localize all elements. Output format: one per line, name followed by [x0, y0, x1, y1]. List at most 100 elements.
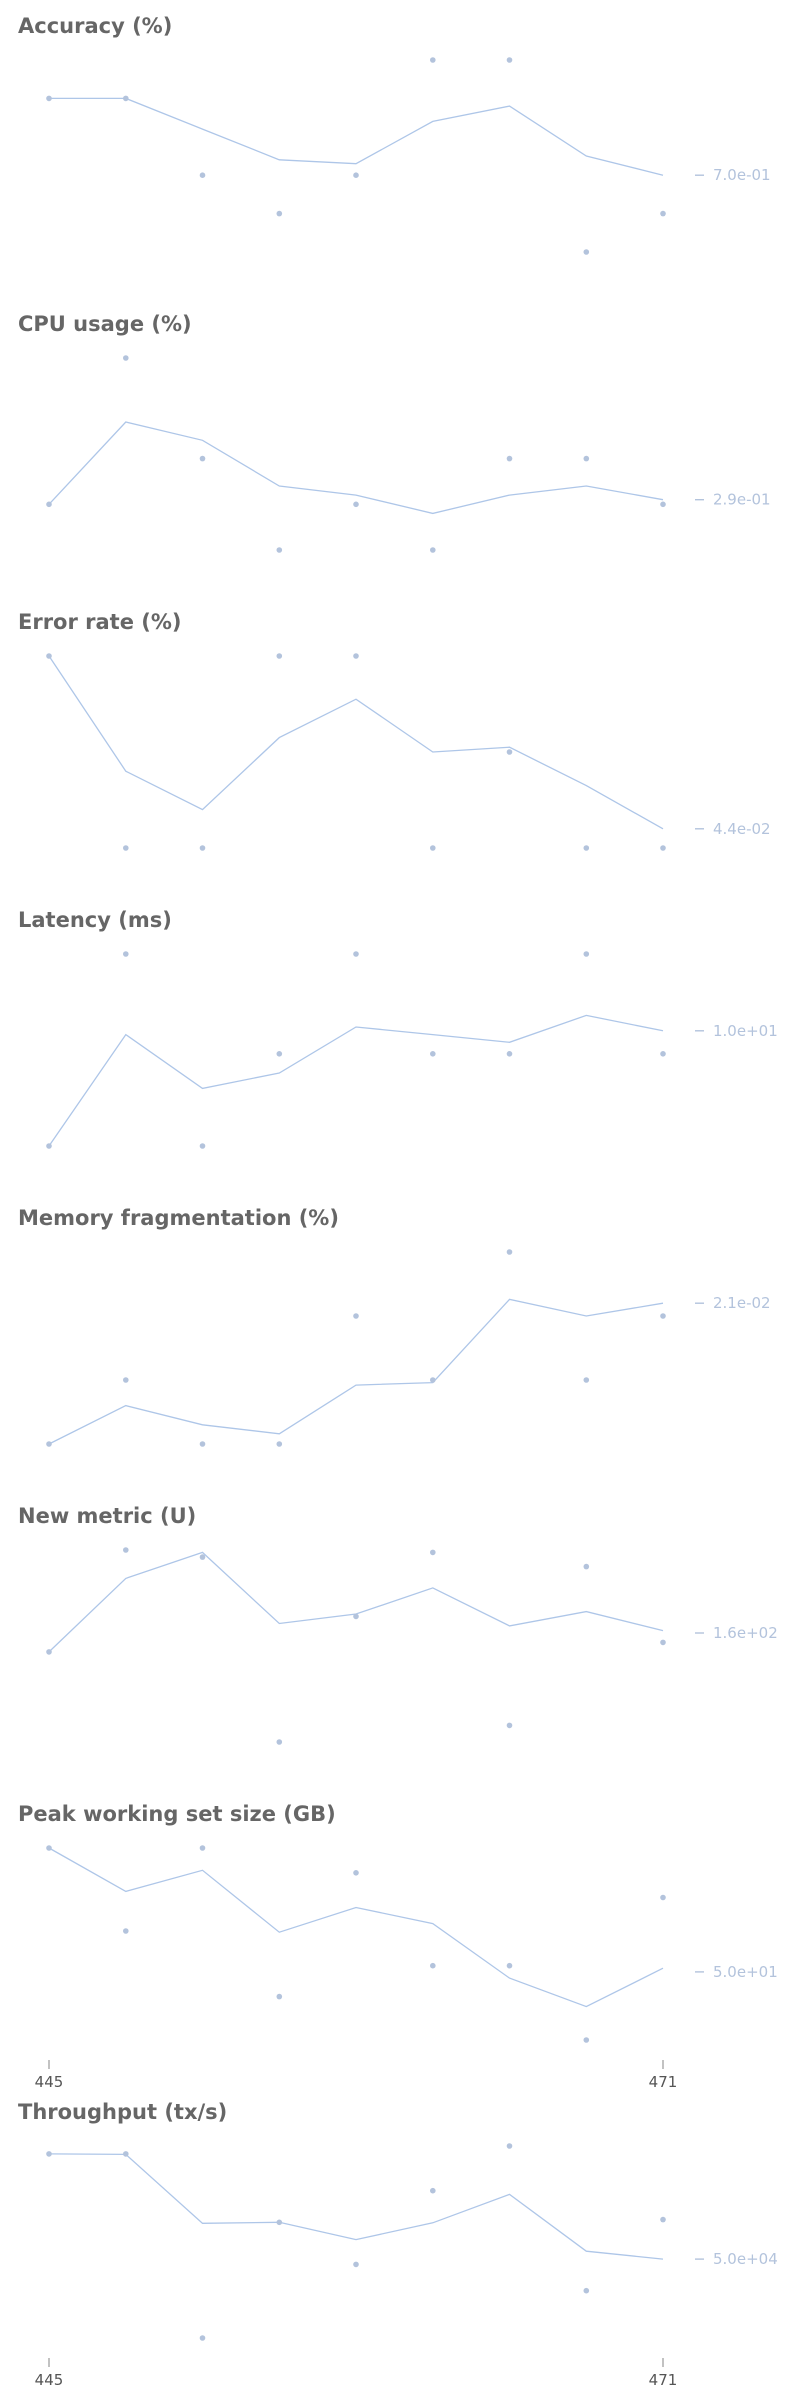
data-point [46, 2151, 52, 2157]
chart-title: Throughput (tx/s) [18, 2100, 228, 2124]
data-point [583, 951, 590, 957]
series-line [48, 421, 664, 515]
data-point [46, 1649, 52, 1655]
x-tick-label: 445 [35, 2371, 64, 2389]
data-point [46, 653, 52, 659]
data-point [123, 1547, 129, 1553]
chart-title: Latency (ms) [18, 908, 172, 932]
data-point [353, 1313, 359, 1319]
y-tick-label: 4.4e-02 [713, 820, 771, 838]
data-point [276, 1441, 283, 1447]
x-tick-label: 445 [35, 2073, 64, 2091]
data-point [583, 2037, 590, 2043]
data-point [353, 172, 359, 178]
data-point [199, 1143, 206, 1149]
series-line [48, 1847, 664, 2008]
chart-panel: New metric (U) 1.6e+02 [0, 1490, 800, 1788]
data-point [583, 1377, 590, 1383]
data-point [123, 1377, 129, 1383]
data-point [583, 2287, 590, 2294]
x-tick-label: 471 [649, 2073, 678, 2091]
data-point [583, 249, 590, 255]
data-point [430, 2187, 436, 2194]
y-tick-label: 2.1e-02 [713, 1294, 771, 1312]
data-point [430, 845, 436, 851]
data-point [506, 749, 513, 755]
data-point [353, 501, 359, 508]
data-point [430, 1962, 436, 1969]
data-point [276, 547, 283, 553]
data-point [123, 951, 129, 957]
data-point [430, 57, 436, 63]
data-point [506, 1249, 513, 1255]
data-point [276, 1993, 283, 2000]
chart-title: Memory fragmentation (%) [18, 1206, 339, 1230]
chart-title: Peak working set size (GB) [18, 1802, 336, 1826]
series-line [48, 655, 664, 830]
data-point [123, 95, 129, 102]
chart-panel: CPU usage (%) 2.9e-01 [0, 298, 800, 596]
data-point [660, 501, 666, 508]
data-point [506, 1051, 513, 1057]
data-point [506, 455, 513, 462]
series-line [48, 1014, 664, 1147]
data-point [353, 1870, 359, 1876]
data-point [430, 1549, 436, 1556]
y-tick-label: 5.0e+01 [713, 1963, 778, 1981]
data-point [430, 547, 436, 553]
data-point [660, 845, 666, 851]
y-tick-label: 1.6e+02 [713, 1624, 778, 1642]
plot-area: 7.0e-01 [46, 57, 771, 255]
chart-title: Accuracy (%) [18, 14, 173, 38]
chart-panel: Error rate (%) 4.4e-02 [0, 596, 800, 894]
data-point [430, 1377, 436, 1383]
data-point [123, 2151, 129, 2157]
data-point [353, 653, 359, 659]
data-point [506, 57, 513, 63]
chart-title: CPU usage (%) [18, 312, 192, 336]
data-point [660, 1313, 666, 1319]
plot-area: 2.1e-02 [46, 1249, 771, 1447]
data-point [660, 1639, 666, 1646]
data-point [353, 2261, 359, 2268]
chart-title: New metric (U) [18, 1504, 197, 1528]
series-line [48, 1551, 664, 1653]
data-point [46, 501, 52, 508]
data-point [353, 951, 359, 957]
data-point [276, 210, 283, 217]
data-point [46, 1143, 52, 1149]
y-tick-label: 1.0e+01 [713, 1022, 778, 1040]
plot-area: 1.6e+02 [46, 1547, 778, 1745]
data-point [506, 1962, 513, 1969]
data-point [199, 172, 206, 178]
data-point [123, 1928, 129, 1934]
data-point [506, 2143, 513, 2149]
data-point [46, 95, 52, 102]
data-point [506, 1722, 513, 1729]
chart-panel: Memory fragmentation (%) 2.1e-02 [0, 1192, 800, 1490]
data-point [199, 455, 206, 462]
data-point [583, 845, 590, 851]
data-point [46, 1845, 52, 1851]
chart-panel: Latency (ms) 1.0e+01 [0, 894, 800, 1192]
chart-title: Error rate (%) [18, 610, 182, 634]
plot-area: 4.4e-02 [46, 653, 771, 851]
data-point [123, 355, 129, 361]
data-point [199, 2335, 206, 2341]
data-point [660, 2216, 666, 2223]
y-tick-label: 7.0e-01 [713, 166, 771, 184]
data-point [123, 845, 129, 851]
series-line [48, 2153, 664, 2260]
data-point [199, 1554, 206, 1560]
data-point [583, 455, 590, 462]
plot-area: 5.0e+01 445 471 [35, 1845, 778, 2091]
chart-panel: Peak working set size (GB) 5.0e+01 445 471 [0, 1788, 800, 2091]
plot-area: 2.9e-01 [46, 355, 771, 553]
y-tick-label: 5.0e+04 [713, 2250, 778, 2268]
data-point [276, 2219, 283, 2226]
data-point [660, 1051, 666, 1057]
data-point [430, 1051, 436, 1057]
